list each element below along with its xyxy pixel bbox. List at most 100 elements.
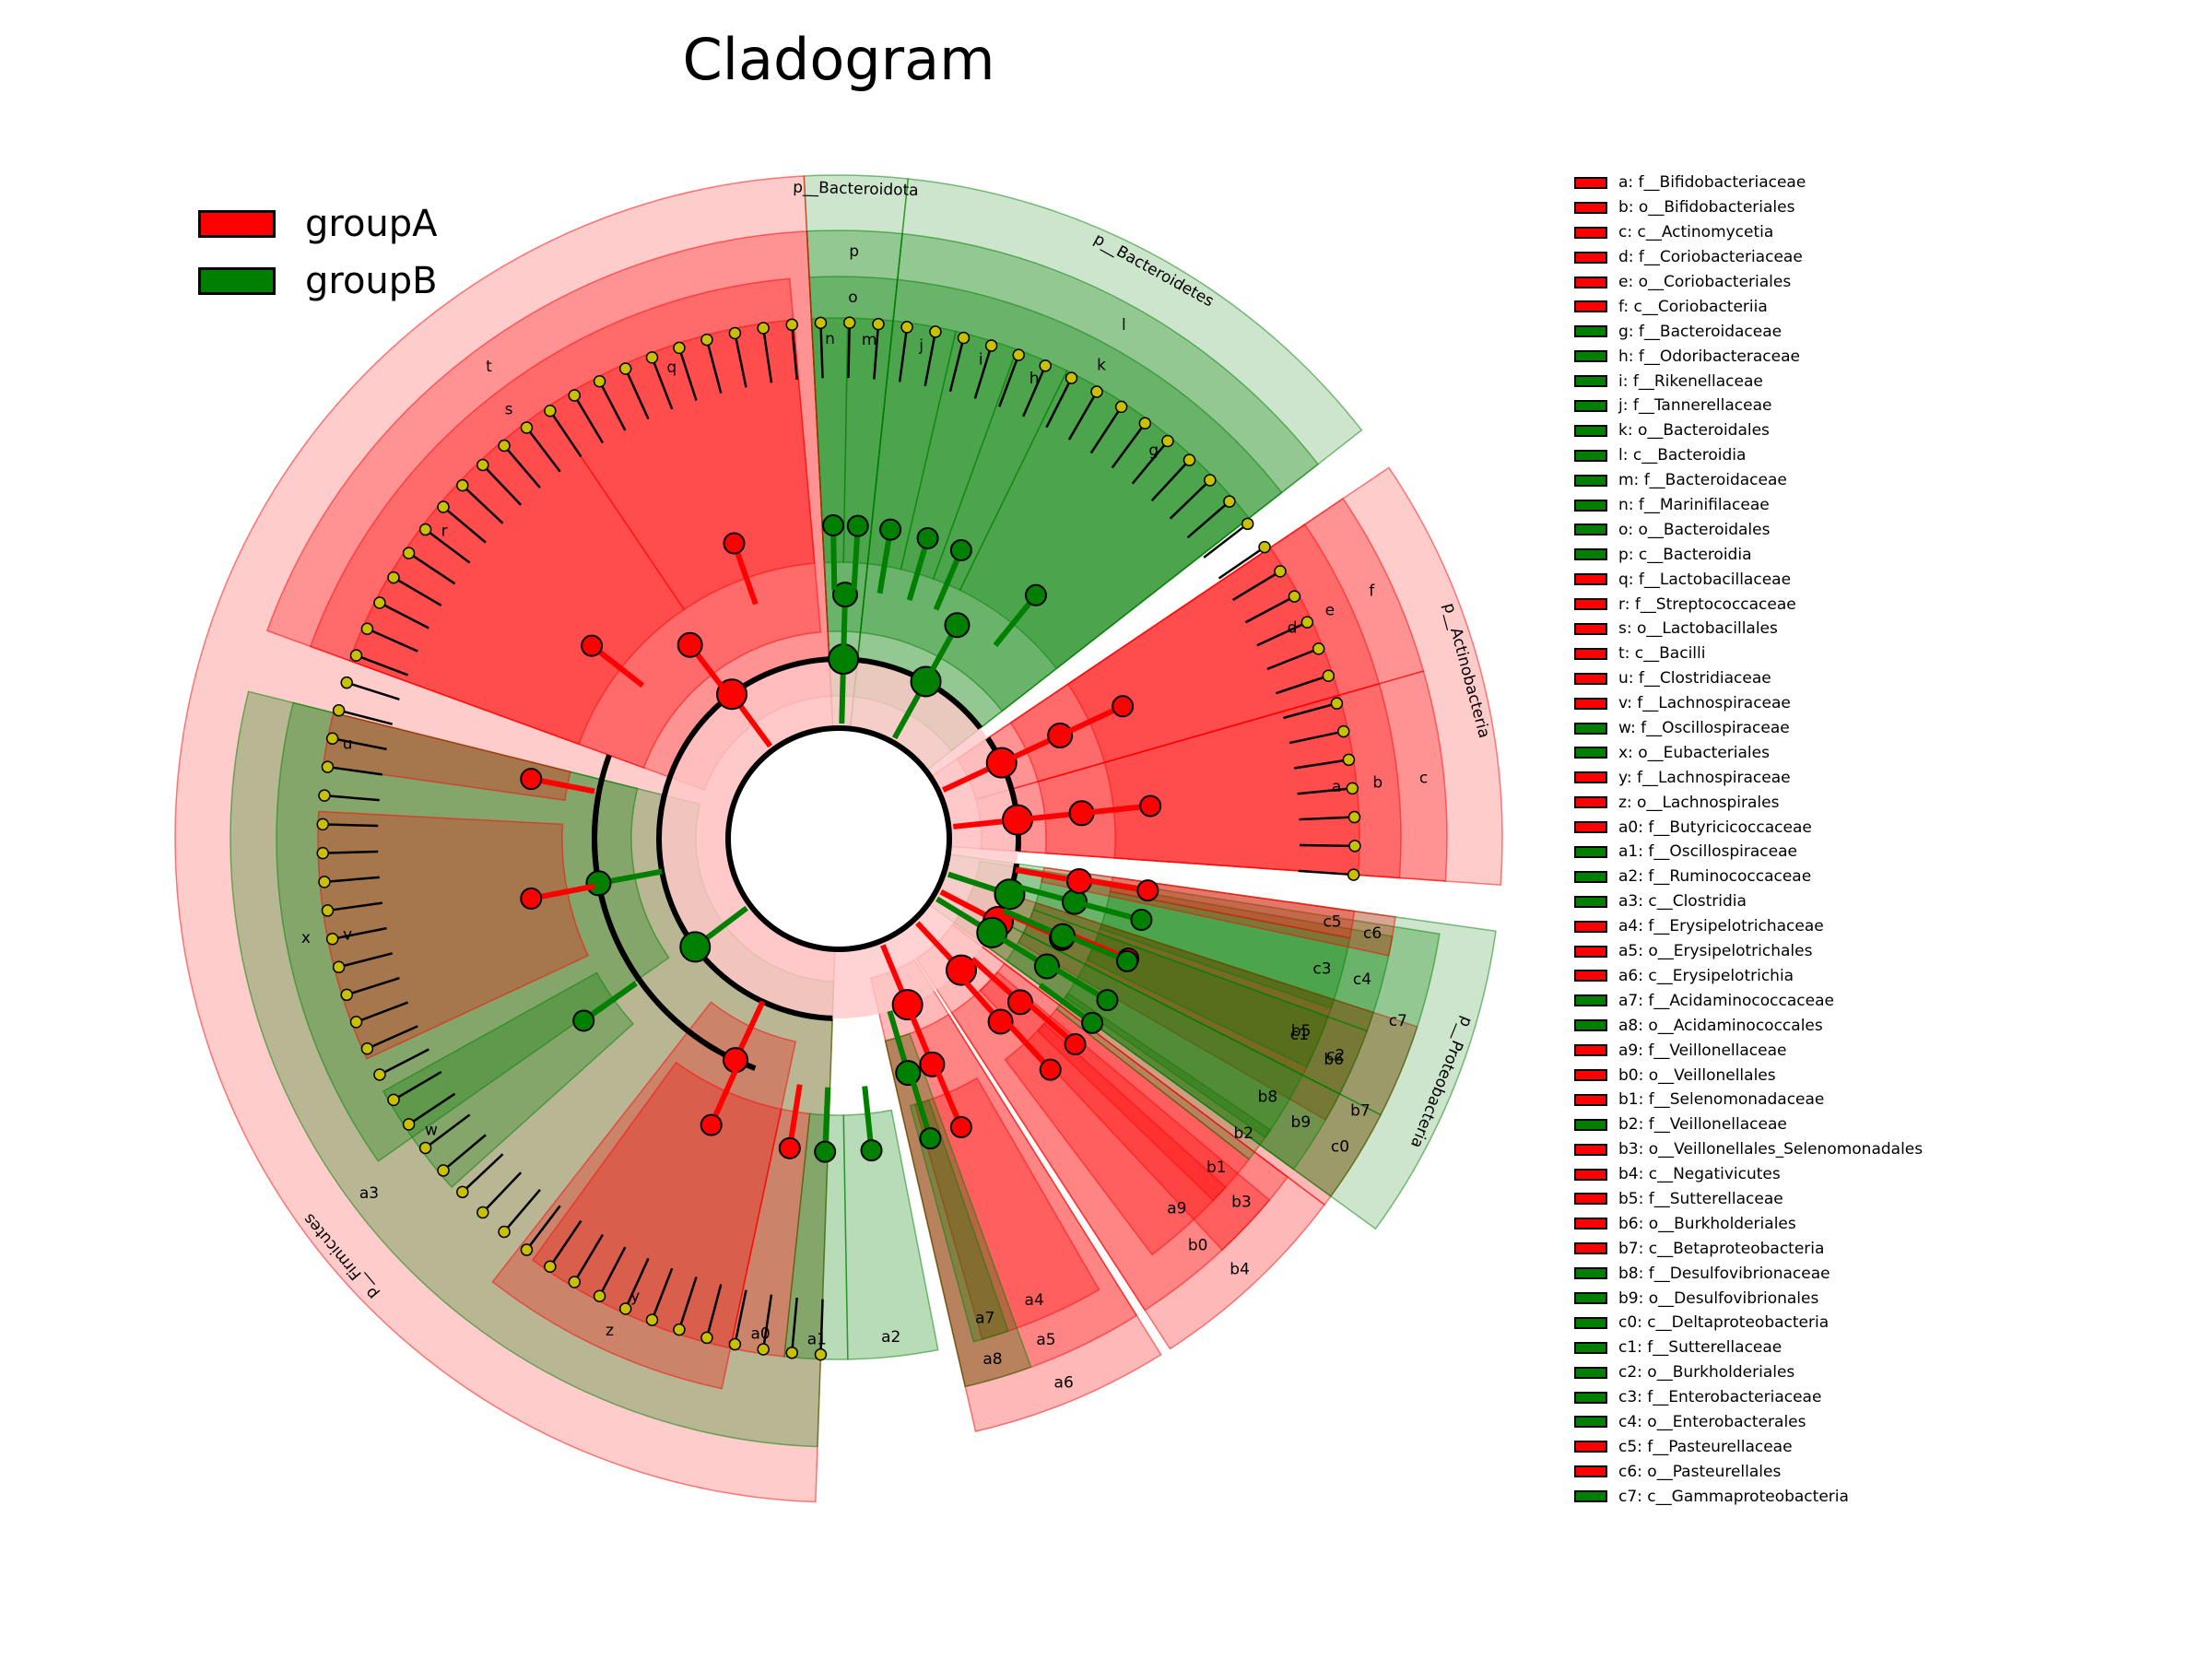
leaf-branch bbox=[1169, 479, 1211, 520]
clade-label: i bbox=[979, 350, 983, 369]
leaf-branch bbox=[734, 1289, 747, 1345]
clade-node bbox=[949, 539, 972, 562]
leaf-node bbox=[757, 1343, 770, 1356]
clade-node bbox=[831, 582, 858, 608]
clade-legend-item: n: f__Marinifilaceae bbox=[1574, 493, 1923, 518]
leaf-branch bbox=[1186, 500, 1230, 539]
leaf-node bbox=[520, 421, 534, 434]
clade-legend-label: a1: f__Oscillospiraceae bbox=[1618, 842, 1797, 862]
clade-legend-swatch bbox=[1574, 920, 1607, 933]
leaf-branch bbox=[761, 327, 773, 383]
clade-shading bbox=[913, 1077, 1100, 1341]
leaf-node bbox=[544, 1260, 557, 1274]
clade-legend-label: t: c__Bacilli bbox=[1618, 644, 1706, 664]
leaf-branch bbox=[366, 628, 418, 653]
clade-legend-item: a1: f__Oscillospiraceae bbox=[1574, 840, 1923, 865]
leaf-branch bbox=[1256, 620, 1308, 647]
clade-legend-label: b6: o__Burkholderiales bbox=[1618, 1214, 1796, 1233]
leaf-node bbox=[842, 316, 856, 329]
leaf-node bbox=[402, 547, 416, 559]
leaf-branch bbox=[356, 1001, 409, 1024]
clade-legend-swatch bbox=[1574, 325, 1607, 338]
leaf-branch bbox=[1266, 647, 1320, 671]
clade-legend-swatch bbox=[1574, 771, 1607, 784]
clade-label: q bbox=[666, 359, 677, 377]
leaf-branch bbox=[651, 1267, 674, 1321]
clade-legend-label: a2: f__Ruminococcaceae bbox=[1618, 867, 1812, 887]
leaf-node bbox=[957, 331, 971, 345]
leaf-branch bbox=[442, 1134, 487, 1171]
clade-legend-item: i: f__Rikenellaceae bbox=[1574, 369, 1923, 394]
leaf-branch bbox=[503, 444, 541, 489]
clade-legend-swatch bbox=[1574, 994, 1607, 1007]
clade-legend-label: a8: o__Acidaminococcales bbox=[1618, 1016, 1823, 1035]
clade-legend-item: a: f__Bifidobacteriaceae bbox=[1574, 171, 1923, 195]
clade-legend-item: p: c__Bacteroidia bbox=[1574, 542, 1923, 567]
leaf-branch bbox=[598, 381, 627, 431]
clade-node bbox=[944, 612, 971, 639]
clade-legend-item: s: o__Lactobacillales bbox=[1574, 617, 1923, 641]
clade-label: p bbox=[849, 242, 859, 261]
leaf-node bbox=[437, 500, 450, 513]
clade-legend-swatch bbox=[1574, 1441, 1607, 1453]
clade-node bbox=[1130, 908, 1153, 931]
clade-legend-swatch bbox=[1574, 598, 1607, 611]
clade-legend-label: b1: f__Selenomonadaceae bbox=[1618, 1090, 1825, 1110]
leaf-branch bbox=[1218, 546, 1265, 580]
clade-legend-item: c0: c__Deltaproteobacteria bbox=[1574, 1311, 1923, 1335]
clade-shading bbox=[1066, 547, 1341, 764]
clade-label: b2 bbox=[1233, 1124, 1253, 1143]
leaf-branch bbox=[791, 1297, 798, 1353]
legend-swatch-groupB bbox=[198, 267, 276, 295]
clade-legend-item: c3: f__Enterobacteriaceae bbox=[1574, 1385, 1923, 1410]
clade-legend-swatch bbox=[1574, 945, 1607, 958]
clade-legend-label: a9: f__Veillonellaceae bbox=[1618, 1041, 1787, 1060]
leaf-node bbox=[1346, 782, 1359, 795]
clade-legend-swatch bbox=[1574, 399, 1607, 412]
clade-legend-label: v: f__Lachnospiraceae bbox=[1618, 694, 1791, 713]
legend-swatch-groupA bbox=[198, 210, 276, 238]
clade-legend-swatch bbox=[1574, 375, 1607, 388]
clade-legend-swatch bbox=[1574, 1193, 1607, 1206]
clade-legend-item: k: o__Bacteroidales bbox=[1574, 418, 1923, 443]
clade-legend-label: p: c__Bacteroidia bbox=[1618, 545, 1752, 564]
chart-title: Cladogram bbox=[682, 26, 995, 93]
leaf-branch bbox=[1111, 422, 1147, 469]
clade-legend-item: q: f__Lactobacillaceae bbox=[1574, 567, 1923, 592]
clade-legend-swatch bbox=[1574, 1267, 1607, 1280]
clade-legend-swatch bbox=[1574, 1218, 1607, 1230]
leaf-branch bbox=[332, 737, 387, 751]
clade-label: o bbox=[848, 288, 857, 307]
clade-legend-item: j: f__Tannerellaceae bbox=[1574, 394, 1923, 418]
clade-node bbox=[1006, 989, 1033, 1016]
clade-label: a bbox=[1332, 778, 1341, 796]
leaf-branch bbox=[624, 368, 650, 420]
leaf-node bbox=[1337, 724, 1350, 738]
leaf-branch bbox=[379, 1048, 429, 1077]
clade-shading bbox=[1064, 963, 1304, 1139]
leaf-node bbox=[1347, 868, 1360, 881]
leaf-branch bbox=[424, 1113, 471, 1149]
clade-node bbox=[1115, 949, 1138, 972]
leaf-branch bbox=[677, 347, 698, 401]
clade-shading bbox=[317, 810, 590, 1060]
clade-shading bbox=[531, 1061, 782, 1349]
clade-legend-label: b8: f__Desulfovibrionaceae bbox=[1618, 1264, 1830, 1283]
clade-node bbox=[679, 931, 712, 963]
leaf-branch bbox=[705, 339, 723, 394]
leaf-branch bbox=[525, 427, 561, 473]
clade-node bbox=[846, 514, 869, 537]
clade-shading bbox=[1037, 682, 1402, 879]
clade-legend-item: v: f__Lachnospiraceae bbox=[1574, 691, 1923, 716]
clade-node bbox=[1064, 1033, 1087, 1056]
leaf-branch bbox=[1288, 730, 1345, 745]
leaf-node bbox=[900, 321, 913, 334]
leaf-branch bbox=[819, 1299, 824, 1355]
leaf-branch bbox=[338, 952, 394, 969]
clade-legend-swatch bbox=[1574, 350, 1607, 363]
clade-legend-item: a0: f__Butyricicoccaceae bbox=[1574, 815, 1923, 840]
leaf-node bbox=[728, 1337, 742, 1351]
clade-legend-item: b4: c__Negativicutes bbox=[1574, 1162, 1923, 1187]
clade-node bbox=[1139, 794, 1162, 818]
